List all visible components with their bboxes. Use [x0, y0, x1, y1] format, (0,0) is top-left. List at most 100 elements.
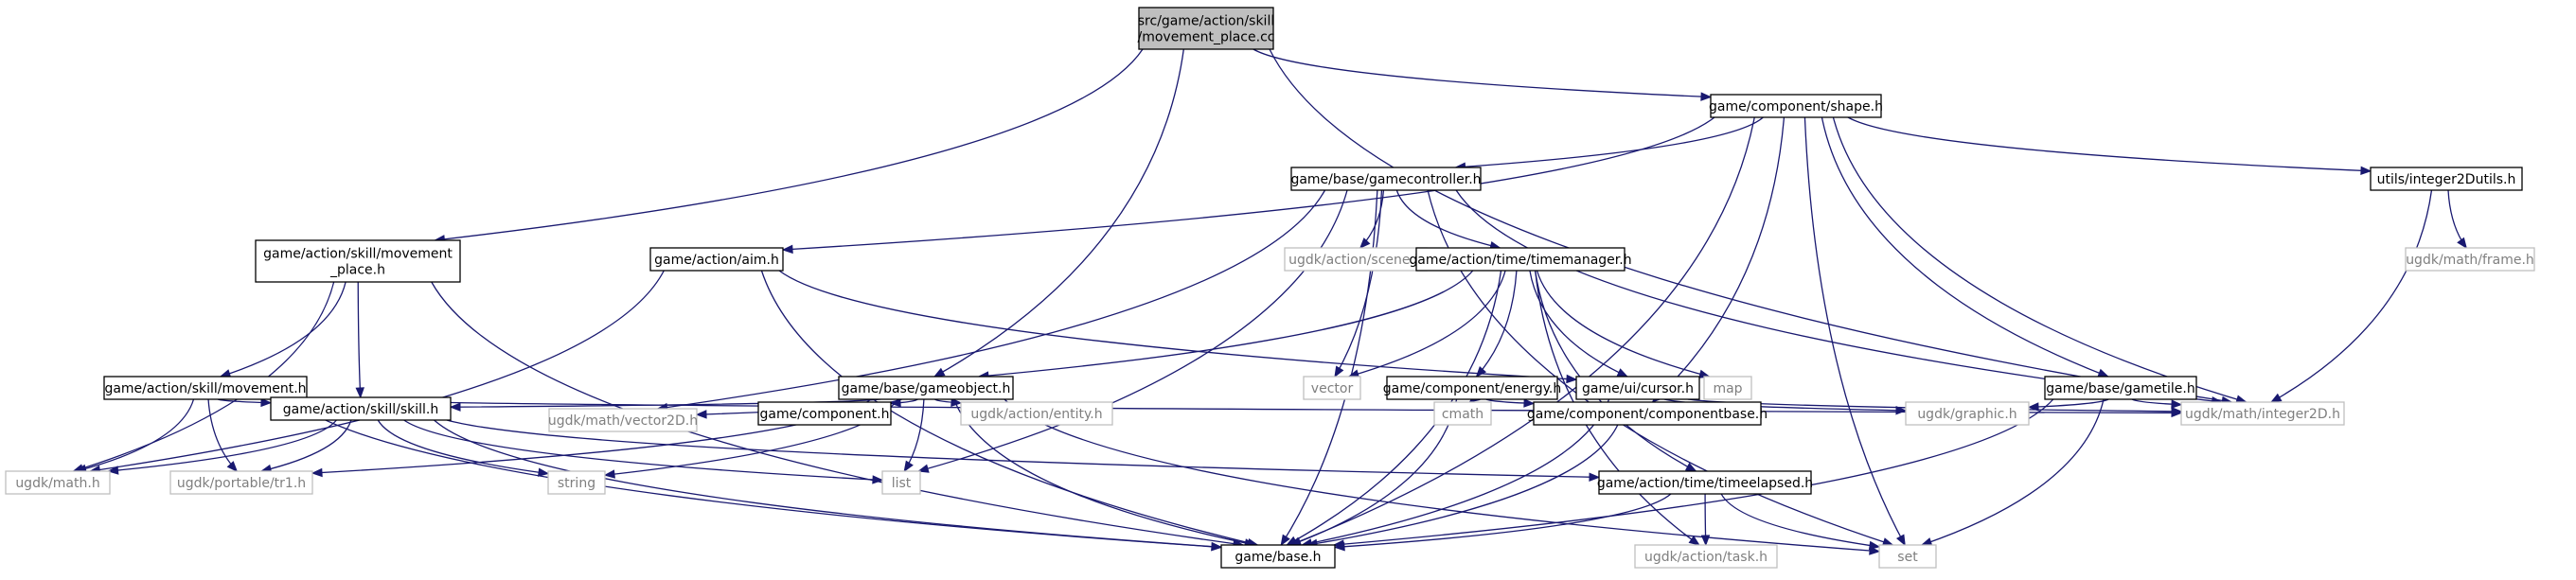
- edge-line: [220, 281, 346, 378]
- node-label: game/base.h: [1235, 550, 1321, 565]
- edge-integer2Dutils-to-frame: [2447, 189, 2468, 250]
- node-timemanager[interactable]: game/action/time/timemanager.h: [1409, 247, 1632, 272]
- arrowhead: [781, 244, 793, 255]
- node-string[interactable]: string: [547, 470, 606, 495]
- edge-integer2Dutils-to-integer2D: [2269, 189, 2433, 403]
- edge-gamecontroller-to-list: [916, 189, 1348, 473]
- edge-skill-to-timeelapsed: [446, 419, 1601, 482]
- node-component[interactable]: game/component.h: [757, 401, 892, 426]
- arrowhead: [1523, 398, 1536, 408]
- node-task[interactable]: ugdk/action/task.h: [1634, 544, 1778, 569]
- node-integer2Dutils[interactable]: utils/integer2Dutils.h: [2370, 167, 2523, 191]
- node-frame[interactable]: ugdk/math/frame.h: [2405, 247, 2535, 272]
- node-vector2D[interactable]: ugdk/math/vector2D.h: [548, 408, 698, 432]
- edge-line: [1921, 398, 2105, 546]
- arrowhead: [1333, 542, 1345, 552]
- node-ugdk_math[interactable]: ugdk/math.h: [5, 470, 111, 495]
- edge-root-to-shape: [1252, 48, 1713, 101]
- node-gametile[interactable]: game/base/gametile.h: [2044, 376, 2197, 400]
- edge-line: [1334, 493, 1672, 549]
- edge-line: [90, 270, 665, 472]
- edge-line: [1720, 493, 1880, 548]
- edge-line: [1395, 189, 1501, 249]
- edge-line: [1821, 116, 2108, 378]
- node-movement_place[interactable]: game/action/skill/movement_place.h: [255, 239, 461, 283]
- node-box: [1634, 544, 1778, 569]
- arrowhead: [1359, 237, 1371, 249]
- node-shape[interactable]: game/component/shape.h: [1709, 94, 1883, 118]
- edge-line: [446, 419, 1600, 479]
- arrowhead: [311, 467, 323, 478]
- node-cmath[interactable]: cmath: [1433, 401, 1492, 426]
- node-energy[interactable]: game/component/energy.h: [1383, 376, 1561, 400]
- arrowhead: [2171, 399, 2183, 409]
- edge-gameobject-to-list: [903, 398, 925, 473]
- node-timeelapsed[interactable]: game/action/time/timeelapsed.h: [1597, 470, 1813, 495]
- node-cursor[interactable]: game/ui/cursor.h: [1575, 376, 1700, 400]
- arrowhead: [872, 475, 884, 484]
- arrowhead: [1895, 406, 1908, 415]
- edge-timeelapsed-to-base: [1333, 493, 1672, 552]
- edge-skill-to-list: [403, 419, 884, 484]
- edge-line: [1529, 270, 1628, 378]
- node-vector[interactable]: vector: [1303, 376, 1361, 400]
- edge-line: [1334, 189, 1383, 378]
- node-integer2D[interactable]: ugdk/math/integer2D.h: [2180, 401, 2345, 426]
- node-set[interactable]: set: [1878, 544, 1937, 569]
- node-map[interactable]: map: [1703, 376, 1752, 400]
- arrowhead: [355, 387, 364, 399]
- arrowhead: [1211, 541, 1223, 552]
- edge-line: [1269, 48, 2232, 403]
- edge-line: [403, 419, 883, 482]
- node-gameobject[interactable]: game/base/gameobject.h: [838, 376, 1014, 400]
- node-box: [2370, 167, 2523, 191]
- node-scene[interactable]: ugdk/action/scene.h: [1284, 247, 1428, 272]
- edge-line: [1004, 398, 1880, 553]
- node-label: src/game/action/skill: [1138, 14, 1274, 29]
- edge-line: [1476, 270, 1518, 378]
- node-label: list: [892, 476, 912, 491]
- arrowhead: [2027, 402, 2039, 412]
- edge-timeelapsed-to-set: [1720, 493, 1881, 551]
- node-list[interactable]: list: [881, 470, 921, 495]
- edge-energy-to-componentbase: [1485, 398, 1536, 408]
- node-label: game/component.h: [760, 407, 890, 422]
- edge-movement-to-ugdk_math: [75, 398, 195, 473]
- node-entity[interactable]: ugdk/action/entity.h: [960, 401, 1113, 426]
- node-box: [5, 470, 111, 495]
- arrowhead: [1475, 365, 1487, 378]
- edges-layer: [72, 48, 2468, 555]
- node-label: game/action/time/timemanager.h: [1409, 253, 1631, 268]
- node-base[interactable]: game/base.h: [1220, 544, 1336, 569]
- node-box: [548, 408, 698, 432]
- node-tr1[interactable]: ugdk/portable/tr1.h: [169, 470, 313, 495]
- arrowhead: [1868, 540, 1881, 551]
- node-skill[interactable]: game/action/skill/skill.h: [270, 396, 452, 421]
- node-movement[interactable]: game/action/skill/movement.h: [103, 376, 308, 400]
- node-label: utils/integer2Dutils.h: [2377, 172, 2516, 187]
- node-graphic[interactable]: ugdk/graphic.h: [1905, 401, 2030, 426]
- edge-skill-to-string: [377, 419, 550, 477]
- node-box: [169, 470, 313, 495]
- node-gamecontroller[interactable]: game/base/gamecontroller.h: [1290, 167, 1482, 191]
- edge-line: [1847, 116, 2372, 172]
- arrowhead: [695, 410, 707, 419]
- node-label: game/action/skill/movement: [263, 247, 453, 262]
- edge-line: [2270, 189, 2433, 403]
- node-box: [757, 401, 892, 426]
- node-root[interactable]: src/game/action/skill/movement_place.cc: [1138, 7, 1275, 50]
- edge-aim-to-ugdk_math: [88, 270, 665, 475]
- edge-shape-to-integer2Dutils: [1847, 116, 2372, 176]
- node-label: _place.h: [329, 263, 385, 278]
- node-box: [1533, 401, 1762, 426]
- edge-line: [1535, 270, 1700, 546]
- edge-line: [657, 189, 1326, 410]
- edge-shape-to-componentbase: [1651, 116, 1785, 403]
- edge-skill-to-ugdk_math: [107, 419, 337, 475]
- edge-timemanager-to-cursor: [1529, 270, 1629, 378]
- node-componentbase[interactable]: game/component/componentbase.h: [1527, 401, 1768, 426]
- node-aim[interactable]: game/action/aim.h: [649, 247, 784, 272]
- arrowhead: [107, 466, 119, 475]
- node-box: [547, 470, 606, 495]
- edge-line: [978, 270, 1474, 378]
